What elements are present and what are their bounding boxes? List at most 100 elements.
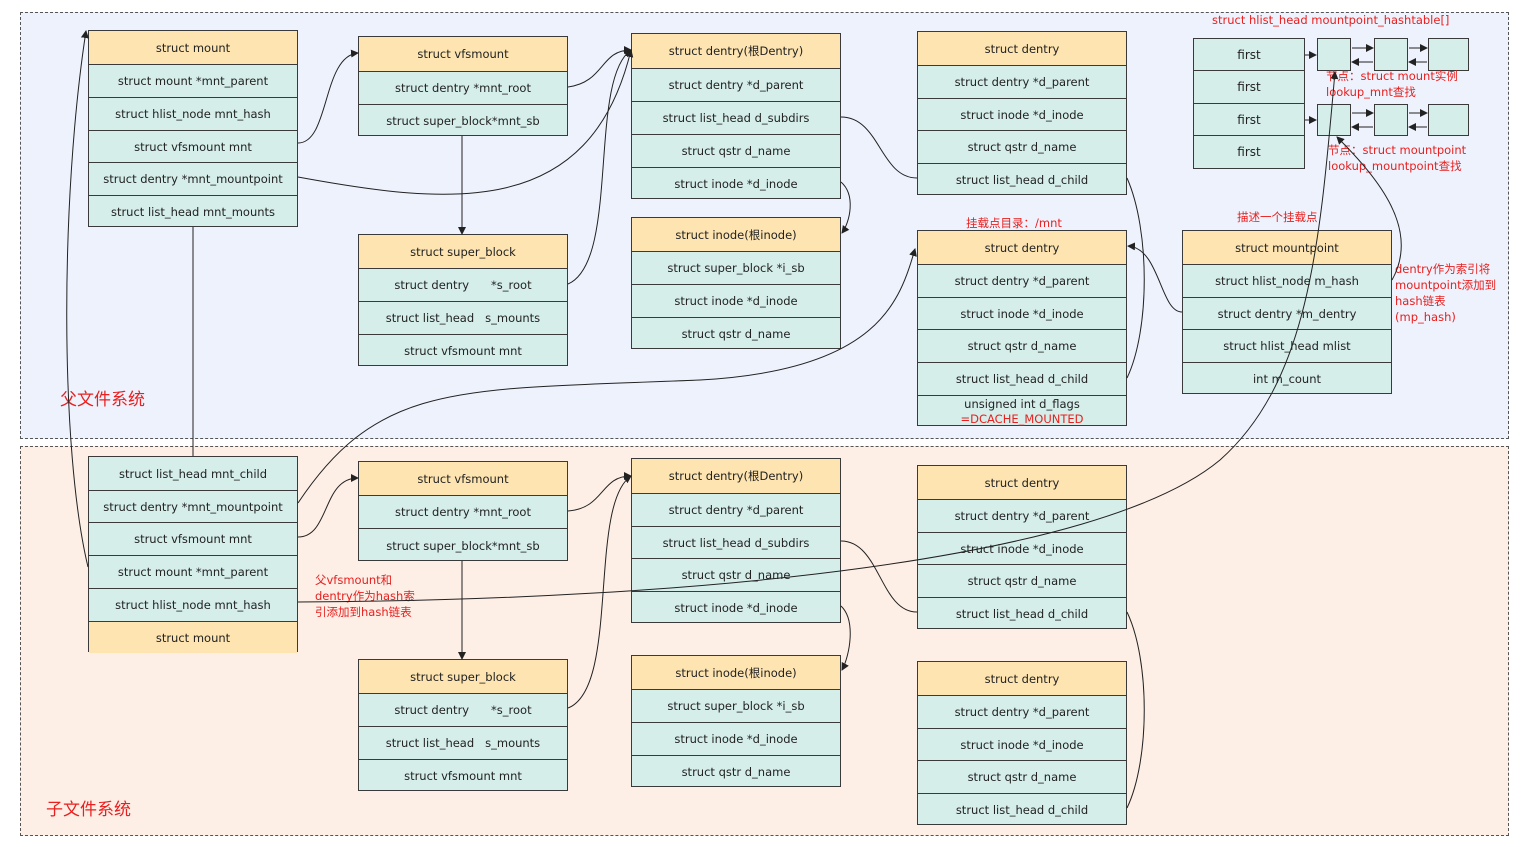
note-line: (mp_hash)	[1395, 310, 1456, 324]
field-s-root: struct dentry *s_root	[359, 268, 567, 301]
field-d-child: struct list_head d_child	[918, 362, 1126, 395]
box-header: struct super_block	[359, 235, 567, 268]
note-line: 父vfsmount和	[315, 573, 393, 587]
field-d-inode: struct inode *d_inode	[632, 284, 840, 317]
field-d-name: struct qstr d_name	[632, 317, 840, 350]
hash-node	[1428, 38, 1469, 71]
parent-root-dentry: struct dentry(根Dentry) struct dentry *d_…	[631, 33, 841, 199]
box-header: struct mount	[89, 621, 297, 653]
child-struct-super-block: struct super_block struct dentry *s_root…	[358, 659, 568, 791]
field-d-name: struct qstr d_name	[632, 558, 840, 591]
field-d-inode: struct inode *d_inode	[918, 297, 1126, 329]
child-struct-mount: struct list_head mnt_child struct dentry…	[88, 456, 298, 653]
field-d-inode: struct inode *d_inode	[632, 167, 840, 200]
field-mnt: struct vfsmount mnt	[89, 522, 297, 555]
vfsmount-hash-annotation: 父vfsmount和 dentry作为hash索 引添加到hash链表	[315, 572, 415, 620]
field-mnt: struct vfsmount mnt	[89, 130, 297, 162]
field-m-hash: struct hlist_node m_hash	[1183, 264, 1391, 297]
field-mnt-parent: struct mount *mnt_parent	[89, 555, 297, 588]
field-mnt-child: struct list_head mnt_child	[118, 466, 268, 481]
field-d-name: struct qstr d_name	[918, 760, 1126, 793]
field-d-inode: struct inode *d_inode	[632, 722, 840, 755]
parent-struct-mount: struct mount struct mount *mnt_parent st…	[88, 30, 298, 227]
parent-dentry: struct dentry struct dentry *d_parent st…	[917, 31, 1127, 195]
mount-dir-annotation: 挂载点目录：/mnt	[966, 216, 1062, 230]
box-header: struct dentry(根Dentry)	[632, 459, 840, 493]
hashtable-bucket: first	[1193, 104, 1305, 136]
parent-struct-vfsmount: struct vfsmount struct dentry *mnt_root …	[358, 36, 568, 136]
box-header: struct mountpoint	[1183, 231, 1391, 264]
box-header: struct dentry	[918, 231, 1126, 264]
note-line: 引添加到hash链表	[315, 605, 412, 619]
field-mnt: struct vfsmount mnt	[359, 759, 567, 792]
note-line: hash链表	[1395, 294, 1446, 308]
parent-root-inode: struct inode(根inode) struct super_block …	[631, 217, 841, 349]
child-root-inode: struct inode(根inode) struct super_block …	[631, 655, 841, 787]
hashtable-bucket: first	[1193, 71, 1305, 104]
field-s-root: struct dentry *s_root	[359, 693, 567, 726]
field-d-flags: unsigned int d_flags =DCACHE_MOUNTED	[918, 395, 1126, 427]
child-filesystem-label: 子文件系统	[46, 800, 131, 820]
box-header: struct inode(根inode)	[632, 656, 840, 689]
field-mnt-sb: struct super_block*mnt_sb	[359, 528, 567, 562]
parent-struct-super-block: struct super_block struct dentry *s_root…	[358, 234, 568, 366]
field-d-inode: struct inode *d_inode	[918, 98, 1126, 130]
field-mnt-mountpoint: struct dentry *mnt_mountpoint	[89, 490, 297, 522]
field-mnt-sb: struct super_block*mnt_sb	[359, 104, 567, 137]
struct-mountpoint: struct mountpoint struct hlist_node m_ha…	[1182, 230, 1392, 394]
field-mnt-mountpoint: struct dentry *mnt_mountpoint	[89, 162, 297, 195]
field-d-parent: struct dentry *d_parent	[632, 68, 840, 101]
field-d-subdirs: struct list_head d_subdirs	[632, 526, 840, 558]
note-line: mountpoint添加到	[1395, 278, 1497, 292]
field-mnt-hash: struct hlist_node mnt_hash	[89, 97, 297, 130]
field-mlist: struct hlist_head mlist	[1183, 329, 1391, 362]
field-d-name: struct qstr d_name	[918, 329, 1126, 362]
field-d-parent: struct dentry *d_parent	[632, 493, 840, 526]
field-d-child: struct list_head d_child	[918, 163, 1126, 196]
field-d-subdirs: struct list_head d_subdirs	[632, 101, 840, 134]
box-header: struct inode(根inode)	[632, 218, 840, 251]
field-i-sb: struct super_block *i_sb	[632, 689, 840, 722]
box-header: struct dentry(根Dentry)	[632, 34, 840, 68]
parent-filesystem-label: 父文件系统	[60, 390, 145, 410]
field-d-name: struct qstr d_name	[918, 564, 1126, 597]
hashtable-title: struct hlist_head mountpoint_hashtable[]	[1212, 13, 1450, 27]
field-s-mounts: struct list_head s_mounts	[359, 726, 567, 759]
note-line: dentry作为索引将	[1395, 262, 1491, 276]
box-header: struct mount	[89, 31, 297, 64]
describe-mountpoint-annotation: 描述一个挂载点	[1237, 210, 1318, 224]
field-d-child: struct list_head d_child	[918, 793, 1126, 826]
hashtable-bucket: first	[1193, 136, 1305, 169]
field-d-child: struct list_head d_child	[918, 597, 1126, 630]
box-header: struct dentry	[918, 662, 1126, 695]
d-flags-value: =DCACHE_MOUNTED	[960, 411, 1084, 426]
box-header: struct dentry	[918, 466, 1126, 499]
note-line: 节点：struct mount实例	[1326, 69, 1458, 83]
field-s-mounts: struct list_head s_mounts	[359, 301, 567, 334]
hash-node	[1317, 38, 1351, 71]
box-header: struct super_block	[359, 660, 567, 693]
box-header: struct vfsmount	[359, 37, 567, 71]
field-d-parent: struct dentry *d_parent	[918, 264, 1126, 297]
field-mnt: struct vfsmount mnt	[359, 334, 567, 367]
child-dentry: struct dentry struct dentry *d_parent st…	[917, 661, 1127, 825]
child-dentry: struct dentry struct dentry *d_parent st…	[917, 465, 1127, 629]
child-root-dentry: struct dentry(根Dentry) struct dentry *d_…	[631, 458, 841, 623]
field-d-name: struct qstr d_name	[632, 134, 840, 167]
field-d-inode: struct inode *d_inode	[632, 591, 840, 624]
hash-node	[1317, 104, 1351, 136]
field-d-inode: struct inode *d_inode	[918, 532, 1126, 564]
field-mnt-mounts: struct list_head mnt_mounts	[89, 195, 297, 228]
d-flags-label: unsigned int d_flags	[964, 396, 1080, 411]
field-mnt-parent: struct mount *mnt_parent	[89, 64, 297, 97]
field-m-count: int m_count	[1183, 362, 1391, 395]
hash-node	[1428, 104, 1469, 136]
note-line: dentry作为hash索	[315, 589, 415, 603]
field-d-parent: struct dentry *d_parent	[918, 65, 1126, 98]
field-d-inode: struct inode *d_inode	[918, 728, 1126, 760]
field-d-parent: struct dentry *d_parent	[918, 499, 1126, 532]
hashtable-bucket: first	[1193, 38, 1305, 71]
field-mnt-root: struct dentry *mnt_root	[359, 495, 567, 528]
mountpoint-dentry: struct dentry struct dentry *d_parent st…	[917, 230, 1127, 426]
hash-note-mountpoint: 节点：struct mountpoint lookup_mountpoint查找	[1328, 142, 1466, 174]
